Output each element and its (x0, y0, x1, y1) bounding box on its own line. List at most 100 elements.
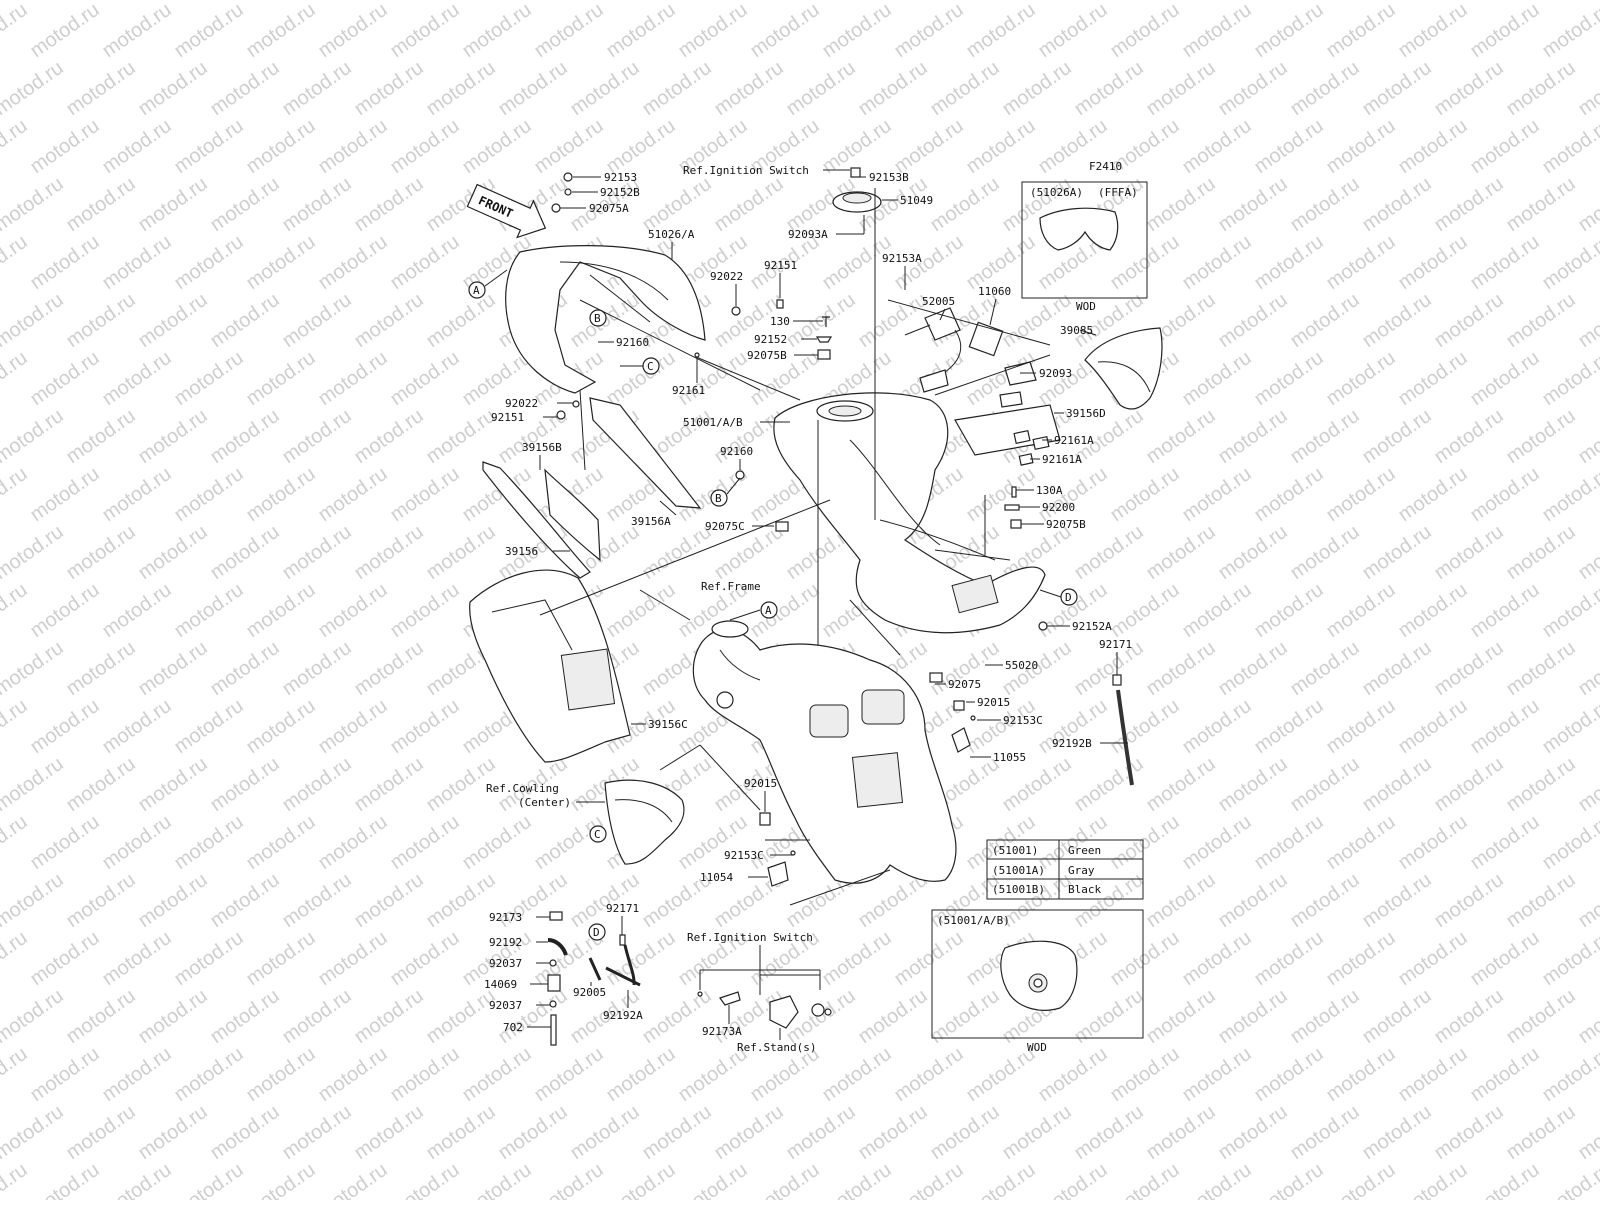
watermark-text: motod.ru (1322, 231, 1399, 294)
part-label: 51001/A/B (683, 416, 743, 429)
watermark-text: motod.ru (170, 811, 247, 874)
watermark-text: motod.ru (26, 695, 103, 758)
watermark-text: motod.ru (1430, 405, 1507, 468)
watermark-text: motod.ru (494, 57, 571, 120)
part-label: 14069 (484, 978, 517, 991)
watermark-text: motod.ru (710, 173, 787, 236)
watermark-text: motod.ru (1214, 521, 1291, 584)
watermark-text: motod.ru (1358, 57, 1435, 120)
watermark-text: motod.ru (242, 0, 319, 62)
callout-letter: D (593, 926, 600, 939)
part-label: 92037 (489, 957, 522, 970)
watermark-text: motod.ru (1358, 405, 1435, 468)
watermark-text: motod.ru (746, 0, 823, 62)
part-label: 92153A (882, 252, 922, 265)
watermark-text: motod.ru (1466, 0, 1543, 62)
watermark-text: motod.ru (1430, 985, 1507, 1048)
watermark-text: motod.ru (962, 463, 1039, 526)
watermark-text: motod.ru (458, 1159, 535, 1200)
part-label: 39156 (505, 545, 538, 558)
watermark-text: motod.ru (1322, 695, 1399, 758)
watermark-text: motod.ru (62, 173, 139, 236)
watermark-text: motod.ru (1538, 695, 1600, 758)
watermark-text: motod.ru (1574, 521, 1600, 584)
watermark-text: motod.ru (1286, 57, 1363, 120)
watermark-text: motod.ru (1250, 1043, 1327, 1106)
watermark-text: motod.ru (1142, 521, 1219, 584)
part-label: 92093A (788, 228, 828, 241)
ref-ignition-switch-top: Ref.Ignition Switch (683, 164, 809, 177)
watermark-text: motod.ru (62, 405, 139, 468)
watermark-text: motod.ru (98, 579, 175, 642)
watermark-text: motod.ru (1574, 173, 1600, 236)
part-label: 51026/A (648, 228, 695, 241)
watermark-text: motod.ru (1106, 0, 1183, 62)
watermark-text: motod.ru (314, 115, 391, 178)
watermark-text: motod.ru (818, 1043, 895, 1106)
watermark-text: motod.ru (98, 115, 175, 178)
watermark-text: motod.ru (1430, 57, 1507, 120)
part-label: 92152B (600, 186, 640, 199)
watermark-text: motod.ru (854, 289, 931, 352)
watermark-text: motod.ru (1286, 753, 1363, 816)
watermark-text: motod.ru (1322, 811, 1399, 874)
inset-texts: F2410 (51026A) (FFFA) WOD (51001/A/B) WO… (937, 160, 1138, 1054)
watermark-text: motod.ru (0, 231, 32, 294)
watermark-text: motod.ru (0, 1101, 68, 1164)
watermark-text: motod.ru (602, 347, 679, 410)
watermark-text: motod.ru (710, 1101, 787, 1164)
panel-39156 (482, 461, 591, 579)
part-label: 92075B (747, 349, 787, 362)
watermark-text: motod.ru (1106, 1159, 1183, 1200)
watermark-text: motod.ru (962, 0, 1039, 62)
watermark-text: motod.ru (782, 0, 859, 4)
callout-letter: B (715, 492, 722, 505)
watermark-text: motod.ru (62, 985, 139, 1048)
watermark-text: motod.ru (314, 811, 391, 874)
watermark-text: motod.ru (1502, 173, 1579, 236)
watermark-text: motod.ru (26, 463, 103, 526)
watermark-text: motod.ru (0, 289, 68, 352)
watermark-text: motod.ru (386, 927, 463, 990)
watermark-text: motod.ru (998, 57, 1075, 120)
watermark-text: motod.ru (0, 0, 32, 62)
inset-top-footer: WOD (1076, 300, 1096, 313)
watermark-text: motod.ru (0, 869, 68, 932)
inset-51026A-frame (1021, 181, 1148, 299)
watermark-text: motod.ru (602, 1159, 679, 1200)
color-table-color: Green (1068, 844, 1101, 857)
watermark-text: motod.ru (854, 0, 931, 4)
watermark-text: motod.ru (1538, 231, 1600, 294)
watermark-text: motod.ru (1070, 57, 1147, 120)
watermark-text: motod.ru (422, 0, 499, 4)
watermark-text: motod.ru (242, 115, 319, 178)
ref-cowling-sub: (Center) (518, 796, 571, 809)
part-label: 92171 (606, 902, 639, 915)
part-label: 92015 (977, 696, 1010, 709)
watermark-text: motod.ru (62, 869, 139, 932)
watermark-text: motod.ru (1394, 1043, 1471, 1106)
watermark-text: motod.ru (98, 1159, 175, 1200)
watermark-text: motod.ru (98, 695, 175, 758)
watermark-text: motod.ru (926, 0, 1003, 4)
watermark-text: motod.ru (1106, 695, 1183, 758)
watermark-text: motod.ru (1106, 1043, 1183, 1106)
watermark-text: motod.ru (1322, 115, 1399, 178)
watermark-text: motod.ru (1142, 985, 1219, 1048)
watermark-text: motod.ru (422, 1101, 499, 1164)
watermark-text: motod.ru (26, 0, 103, 62)
watermark-text: motod.ru (1538, 115, 1600, 178)
watermark-text: motod.ru (98, 0, 175, 62)
part-label: 92037 (489, 999, 522, 1012)
watermark-text: motod.ru (0, 1043, 32, 1106)
watermark-text: motod.ru (1142, 405, 1219, 468)
part-label: 52005 (922, 295, 955, 308)
watermark-text: motod.ru (818, 1159, 895, 1200)
watermark-text: motod.ru (1214, 985, 1291, 1048)
watermark-text: motod.ru (1286, 173, 1363, 236)
part-label: 92161A (1042, 453, 1082, 466)
watermark-text: motod.ru (170, 579, 247, 642)
part-label: 92160 (720, 445, 753, 458)
watermark-text: motod.ru (1286, 289, 1363, 352)
watermark-text: motod.ru (1394, 347, 1471, 410)
